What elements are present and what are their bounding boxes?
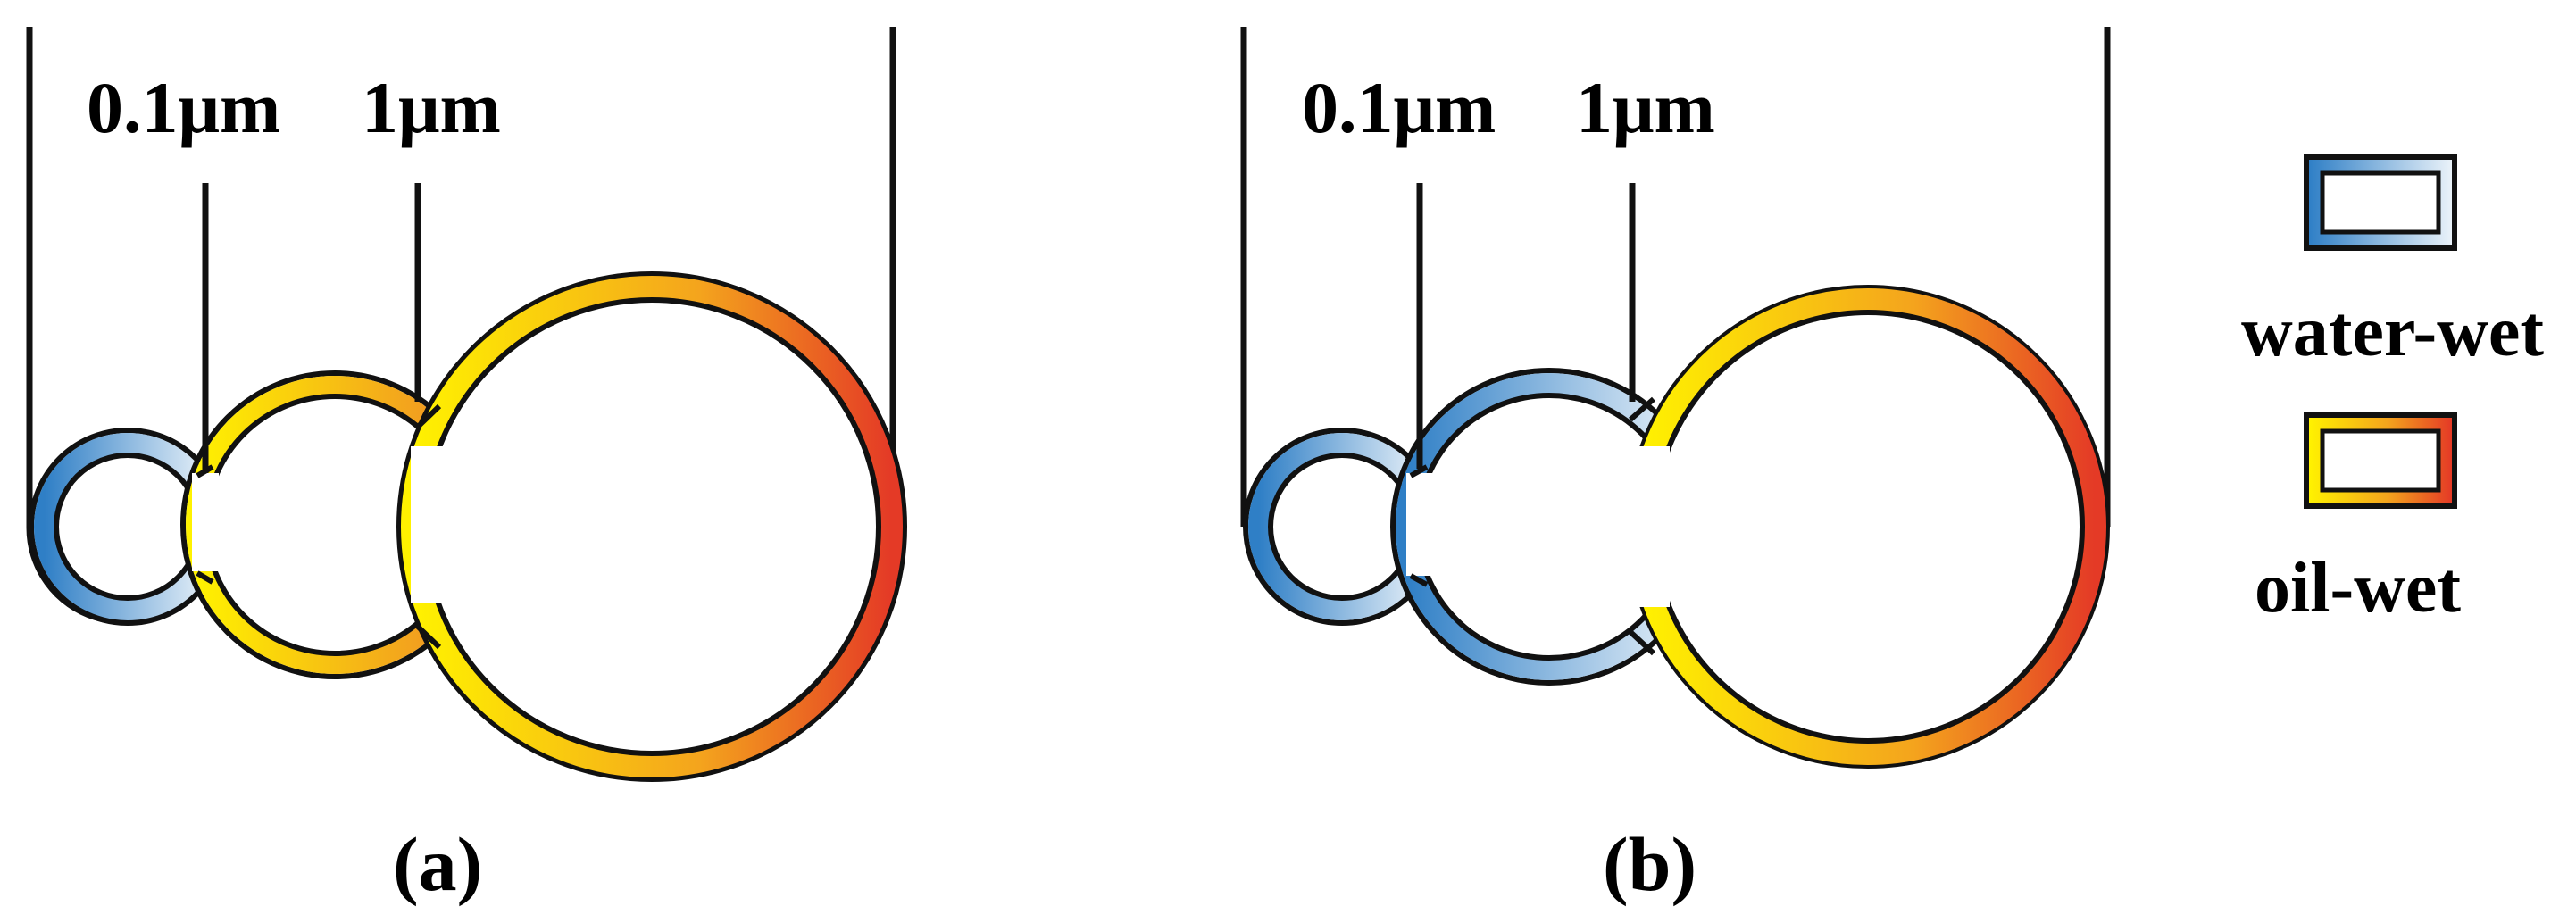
legend-swatch-oil-wet (2304, 412, 2457, 509)
panel-label-b: (b) (1603, 821, 1696, 907)
scale-label-01um-a: 0.1μm (87, 67, 280, 148)
scale-label-1um-b: 1μm (1576, 67, 1715, 148)
legend-swatch-water-wet (2304, 154, 2457, 251)
large-pore-b (1626, 285, 2110, 769)
legend: water-wet oil-wet (2241, 154, 2544, 628)
panel-label-a: (a) (393, 821, 482, 907)
scale-label-01um-b: 0.1μm (1302, 67, 1496, 148)
legend-label-water-wet: water-wet (2241, 293, 2544, 371)
large-pore-a (396, 271, 907, 782)
panel-a: 0.1μm 1μm (a) (26, 27, 907, 907)
legend-label-oil-wet: oil-wet (2255, 549, 2461, 628)
panel-b: 0.1μm 1μm (b) (1240, 27, 2111, 907)
scale-label-1um-a: 1μm (362, 67, 501, 148)
